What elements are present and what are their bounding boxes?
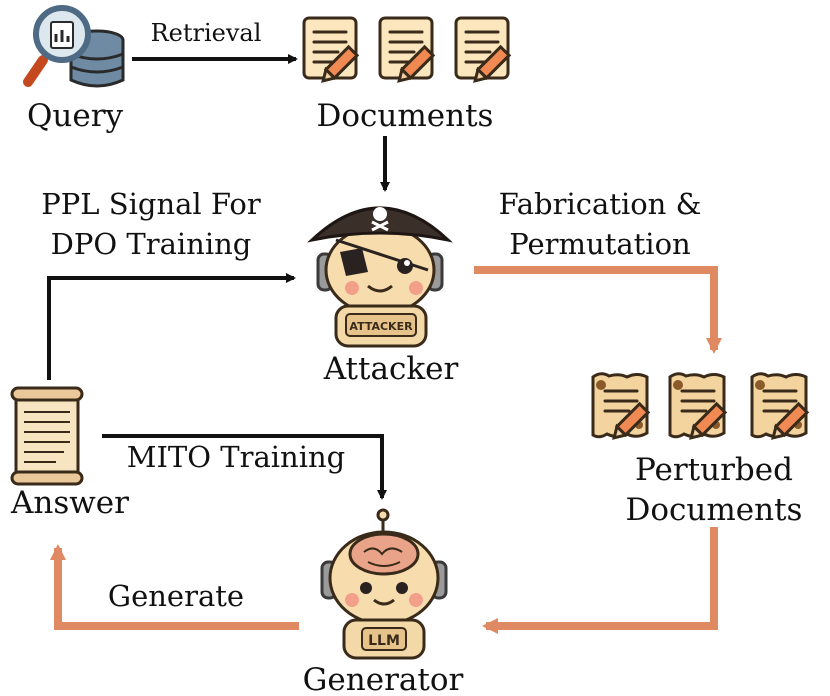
scroll-icon — [10, 386, 84, 486]
magnifier-database-icon — [23, 5, 125, 88]
documents-label: Documents — [317, 98, 494, 134]
document-pencil-icon — [378, 16, 435, 87]
perturbed-documents-icon-group — [591, 372, 809, 444]
fabrication-label-line2: Permutation — [509, 227, 690, 261]
generate-label: Generate — [108, 579, 244, 613]
aged-document-pencil-icon — [591, 372, 650, 444]
generator-label: Generator — [303, 662, 464, 696]
mito-training-arrow — [102, 434, 387, 500]
aged-document-pencil-icon — [750, 372, 809, 444]
generator-badge-text: LLM — [368, 633, 400, 649]
aged-document-pencil-icon — [668, 372, 727, 444]
mito-training-label: MITO Training — [127, 440, 345, 474]
ppl-signal-label-line2: DPO Training — [51, 227, 252, 261]
retrieval-label: Retrieval — [151, 19, 262, 47]
document-pencil-icon — [454, 16, 511, 87]
documents-icon-group — [302, 16, 511, 87]
fabrication-arrow — [474, 266, 722, 354]
attacker-badge-text: ATTACKER — [349, 320, 413, 333]
perturbed-label-line2: Documents — [626, 492, 803, 528]
attacker-label: Attacker — [323, 351, 459, 387]
ppl-signal-arrow — [47, 273, 296, 380]
query-label: Query — [27, 98, 124, 134]
perturbed-to-generator-arrow — [482, 527, 718, 634]
document-pencil-icon — [302, 16, 359, 87]
answer-label: Answer — [10, 485, 129, 521]
brain-robot-icon: LLM — [320, 508, 448, 660]
generate-arrow — [50, 544, 299, 630]
ppl-signal-label-line1: PPL Signal For — [41, 187, 261, 221]
perturbed-label-line1: Perturbed — [635, 452, 793, 488]
pirate-robot-icon: ATTACKER — [307, 206, 453, 348]
fabrication-label-line1: Fabrication & — [499, 187, 702, 221]
